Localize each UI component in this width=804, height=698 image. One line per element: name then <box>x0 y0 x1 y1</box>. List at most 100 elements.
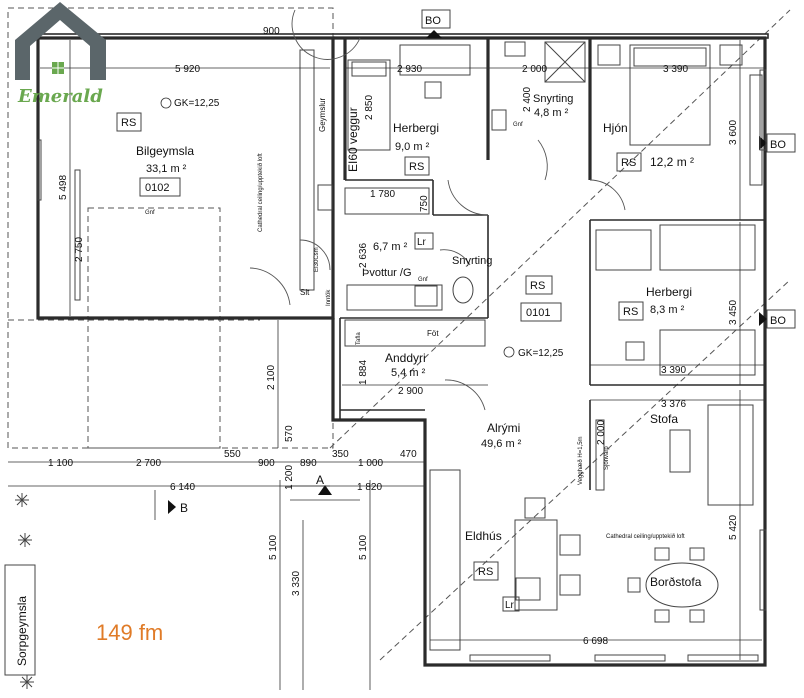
washer <box>414 285 438 307</box>
label-section-b: B <box>180 501 188 515</box>
dining-chair-1 <box>654 547 670 561</box>
desk-herbergi-2 <box>595 229 652 271</box>
label-cathedral-2: Cathedral ceiling/upptekið loft <box>606 533 685 540</box>
dim-5498: 5 498 <box>58 175 69 200</box>
dim-550: 550 <box>224 449 241 460</box>
desk-herbergi-1 <box>399 44 471 76</box>
door-top <box>291 9 361 60</box>
dim-5100b: 5 100 <box>358 535 369 560</box>
tv-unit <box>595 419 605 491</box>
label-inntak: Inntök <box>326 289 332 306</box>
label-cathedral-1: Cathedral ceiling/upptekið loft <box>257 153 264 232</box>
dim-5100a: 5 100 <box>268 535 279 560</box>
room-area-anddyri: 5,4 m ² <box>391 367 426 379</box>
room-name-sorpgeymsla: Sorpgeymsla <box>15 596 29 666</box>
rs-label-main: RS <box>530 280 545 292</box>
label-gnf-pvottur: Gnf <box>418 277 428 283</box>
room-name-alrymi: Alrými <box>487 421 520 435</box>
dim-570: 570 <box>284 425 295 442</box>
lr-box-pvottur <box>414 232 434 250</box>
room-name-hjon: Hjón <box>603 121 628 135</box>
label-sjonvarp: Sjónvarp <box>604 446 610 470</box>
plant-icon-3 <box>20 675 34 689</box>
plant-icon-2 <box>18 533 32 547</box>
dim-900b: 900 <box>258 458 275 469</box>
bo-box-top <box>421 9 451 29</box>
dim-2400: 2 400 <box>522 87 533 112</box>
dining-chair-5 <box>627 577 641 593</box>
dining-table <box>645 562 719 608</box>
shower <box>544 41 586 83</box>
top-wall-band <box>33 33 769 39</box>
bo-label-top: BO <box>425 15 441 27</box>
rs-label-herbergi-1: RS <box>409 161 424 173</box>
door-inntak <box>299 239 331 271</box>
section-b-arrow <box>168 500 176 514</box>
label-gnf-garage: Gnf <box>145 210 155 216</box>
kitchen-counter <box>429 469 461 651</box>
room-area-herbergi-2: 8,3 m ² <box>650 304 685 316</box>
door-anddyri <box>444 379 486 411</box>
label-tafla: Tafla <box>356 332 362 345</box>
label-veggh: Vegghæð H=1,5m <box>577 436 584 485</box>
label-geymslur: Geymslur <box>318 97 327 132</box>
lr-label-eldhus: Lr <box>505 600 515 611</box>
dim-3330: 3 330 <box>291 571 302 596</box>
gk-marker-garage <box>160 97 172 109</box>
room-name-snyrting-2: Snyrting <box>452 255 492 267</box>
room-name-herbergi-2: Herbergi <box>646 285 692 299</box>
room-area-snyrting-1: 4,8 m ² <box>534 107 569 119</box>
dim-3600: 3 600 <box>728 120 739 145</box>
dining-chair-4 <box>689 609 705 623</box>
door-garage <box>249 267 291 306</box>
chair-herbergi-1 <box>424 81 442 99</box>
dim-3376: 3 376 <box>661 399 686 410</box>
storage-shelf <box>299 49 315 291</box>
dim-750: 750 <box>419 195 430 212</box>
bo-arrow-hjon <box>759 136 767 150</box>
stove <box>515 577 541 601</box>
coat-closet <box>344 319 486 347</box>
room-name-stofa: Stofa <box>650 412 678 426</box>
bo-label-hjon: BO <box>770 139 786 151</box>
diagonal-line-2 <box>379 279 791 661</box>
stool-1 <box>524 497 546 519</box>
rs-label-eldhus: RS <box>478 566 493 578</box>
window-bottom-2 <box>594 654 666 662</box>
gk-label-garage: GK=12,25 <box>174 98 220 109</box>
sofa <box>707 404 754 506</box>
gk-marker-main <box>503 346 515 358</box>
wardrobe-hjon <box>749 74 763 186</box>
dim-6698: 6 698 <box>583 636 608 647</box>
dim-350: 350 <box>332 449 349 460</box>
door-snyrting-2 <box>439 249 471 266</box>
rs-label-hjon: RS <box>621 157 636 169</box>
room-area-bilgeymsla: 33,1 m ² <box>146 163 187 175</box>
dim-2000a: 2 000 <box>522 64 547 75</box>
rs-box-herbergi-2 <box>618 301 644 321</box>
toilet-snyrting-1 <box>491 109 507 131</box>
pillow-hjon <box>633 47 707 67</box>
dim-2636: 2 636 <box>358 243 369 268</box>
dim-3390a: 3 390 <box>663 64 688 75</box>
bo-label-herbergi: BO <box>770 315 786 327</box>
dim-2930: 2 930 <box>397 64 422 75</box>
room-name-eldhus: Eldhús <box>465 529 502 543</box>
lr-box-eldhus <box>502 596 520 612</box>
garage-door-panel <box>74 169 81 301</box>
toilet-snyrting-2 <box>452 276 474 304</box>
room-area-hjon: 12,2 m ² <box>650 155 694 169</box>
room-area-herbergi-1: 9,0 m ² <box>395 141 430 153</box>
bed-herbergi-1 <box>347 59 391 151</box>
room-area-alrymi: 49,6 m ² <box>481 438 522 450</box>
pillow-herbergi-1 <box>351 61 387 77</box>
garage-walls <box>36 36 335 320</box>
window-right-1 <box>759 69 767 151</box>
dining-chair-3 <box>654 609 670 623</box>
rs-box-main <box>525 275 553 295</box>
shower-x2 <box>544 41 586 83</box>
sorpgeymsla-box <box>4 564 36 676</box>
logo-text: Emerald <box>17 86 103 107</box>
window-right-2 <box>759 529 767 611</box>
code-label-garage: 0102 <box>145 182 169 194</box>
